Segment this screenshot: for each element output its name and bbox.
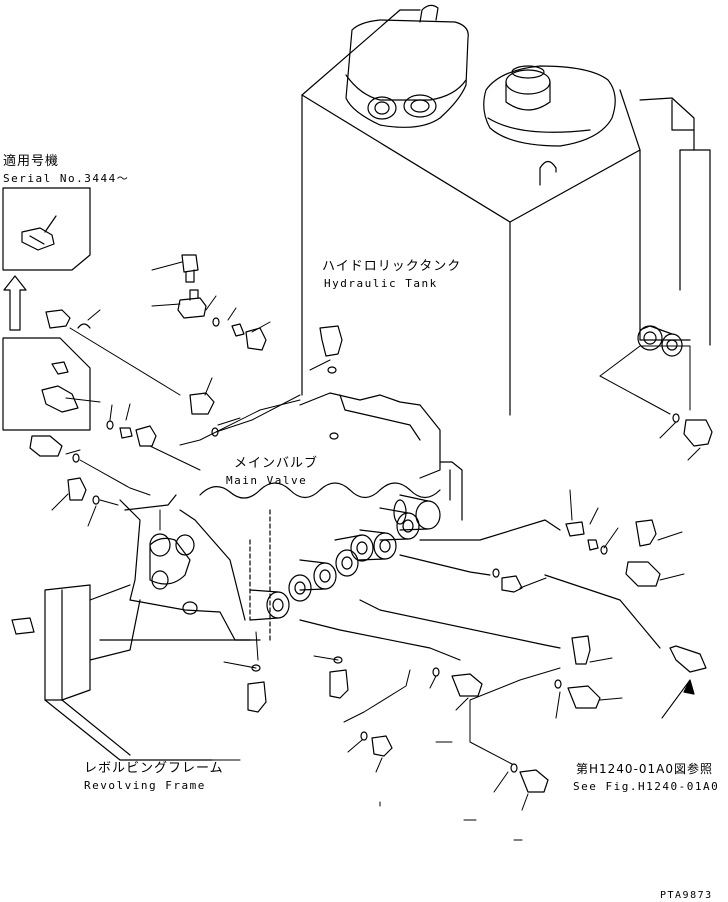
leader-lines <box>51 261 701 841</box>
hydraulic-tank <box>301 4 711 416</box>
hydraulic-tank-label-en: Hydraulic Tank <box>324 277 438 290</box>
reference-label-jp: 第H1240-01A0図参照 <box>576 761 713 776</box>
drawing-code: PTA9873 <box>660 890 713 901</box>
fittings <box>11 254 713 793</box>
elbow-fitting <box>181 254 199 283</box>
straight-fitting <box>177 289 207 319</box>
serial-title-jp: 適用号機 <box>3 153 59 169</box>
reference-arrow <box>661 679 691 719</box>
main-valve-label-jp: メインバルブ <box>234 455 318 471</box>
revolving-frame <box>44 584 251 761</box>
serial-number-en: Serial No.3444～ <box>3 172 129 185</box>
serial-variant-box <box>2 187 91 431</box>
main-valve-label-en: Main Valve <box>226 474 307 487</box>
arrow-head <box>683 679 695 695</box>
reference-label-en: See Fig.H1240-01A0 <box>573 780 719 793</box>
hydraulic-tank-label-jp: ハイドロリックタンク <box>322 259 461 274</box>
revolving-frame-label-jp: レボルビングフレーム <box>84 761 224 776</box>
adapter <box>45 309 71 329</box>
main-valve <box>119 392 661 661</box>
revolving-frame-label-en: Revolving Frame <box>84 779 206 792</box>
